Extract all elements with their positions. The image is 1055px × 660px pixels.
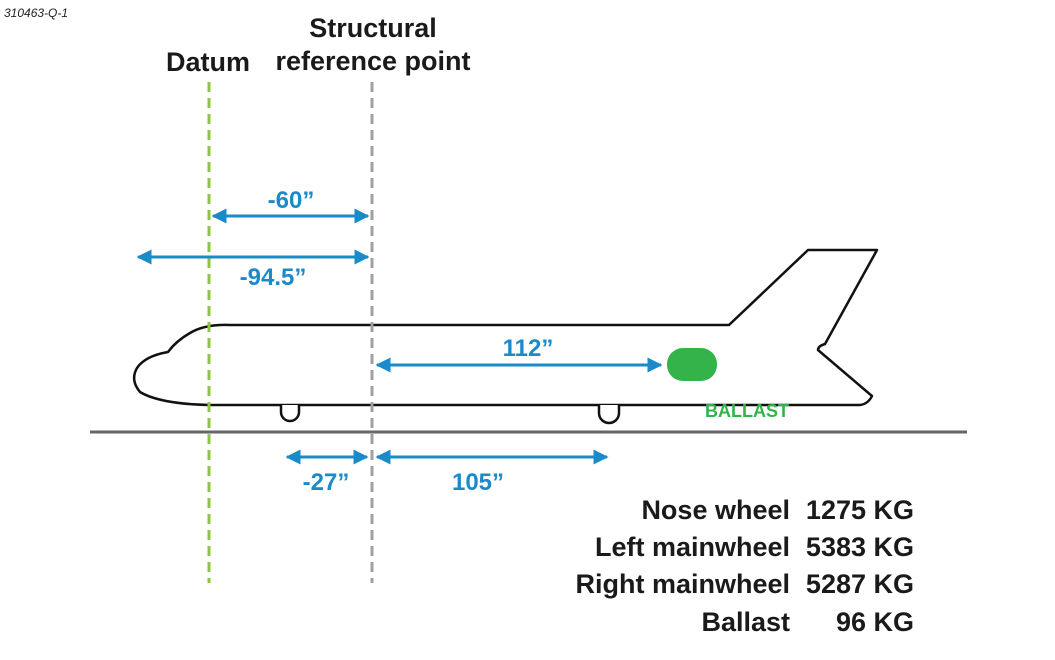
figure-id: 310463-Q-1 bbox=[4, 6, 68, 20]
datum-label: Datum bbox=[166, 47, 250, 77]
nose-to-srp-label: -94.5” bbox=[240, 264, 307, 291]
structural-reference-label-line1: Structural bbox=[309, 13, 437, 43]
ballast-block bbox=[667, 348, 717, 381]
structural-reference-label-line2: reference point bbox=[275, 46, 470, 76]
ballast-label: BALLAST bbox=[705, 401, 789, 421]
weight-value-right-mainwheel: 5287 KG bbox=[806, 569, 914, 599]
main-gear bbox=[597, 405, 621, 425]
weight-name-nose-wheel: Nose wheel bbox=[641, 495, 790, 525]
weight-name-right-mainwheel: Right mainwheel bbox=[575, 569, 790, 599]
srp-to-mainwheel-label: 105” bbox=[452, 469, 504, 496]
nose-gear bbox=[279, 405, 301, 423]
datum-to-srp-label: -60” bbox=[268, 187, 315, 214]
weight-name-ballast: Ballast bbox=[701, 607, 790, 637]
weight-value-left-mainwheel: 5383 KG bbox=[806, 532, 914, 562]
weight-name-left-mainwheel: Left mainwheel bbox=[595, 532, 790, 562]
srp-to-ballast-label: 112” bbox=[503, 335, 554, 362]
weight-value-nose-wheel: 1275 KG bbox=[806, 495, 914, 525]
nosewheel-to-srp-label: -27” bbox=[303, 469, 350, 496]
weights-table: Nose wheel 1275 KG Left mainwheel 5383 K… bbox=[575, 495, 914, 637]
weight-value-ballast: 96 KG bbox=[836, 607, 914, 637]
